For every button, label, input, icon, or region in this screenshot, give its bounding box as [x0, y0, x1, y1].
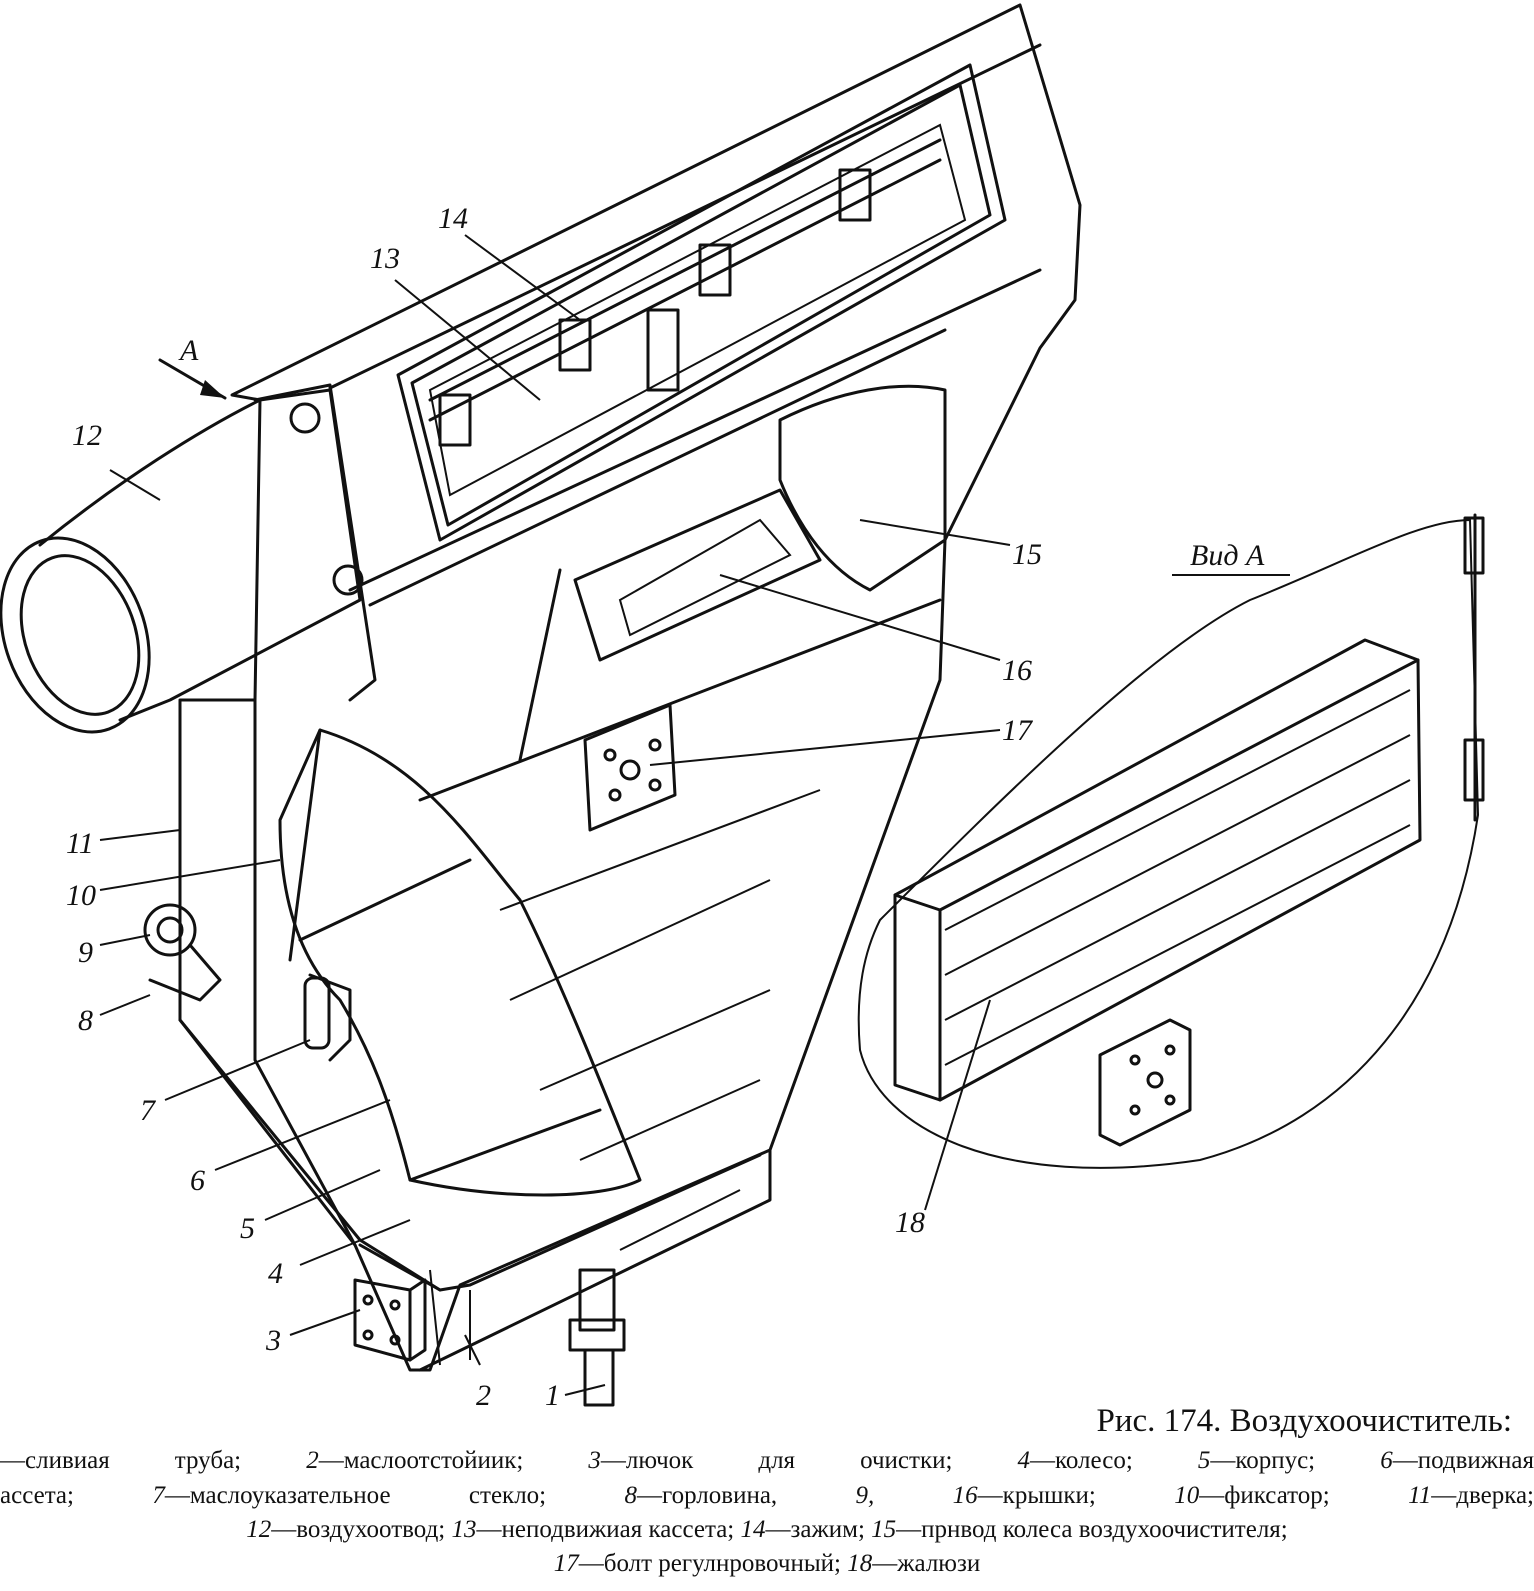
label-15: 15 [1012, 538, 1042, 571]
caption-part-number: 13 [451, 1516, 477, 1543]
inspection-hatch [353, 1278, 427, 1362]
caption-part-number: 17 [553, 1550, 579, 1577]
caption-part-text: —прнвод колеса воздухоочистителя; [896, 1516, 1288, 1543]
caption-part-text: —подвижная [1392, 1447, 1534, 1474]
caption-line-4: 17—болт регулнровочный; 18—жалюзи [0, 1550, 1534, 1578]
caption-part-number: 2 [306, 1447, 319, 1474]
caption-part-text: —жалюзи [872, 1550, 981, 1577]
label-10: 10 [66, 879, 96, 912]
clamp-icon [438, 168, 872, 447]
housing-body [178, 3, 1082, 1372]
label-5: 5 [240, 1212, 255, 1245]
label-11: 11 [66, 827, 94, 860]
caption-part-number: 15 [871, 1516, 897, 1543]
view-a-label: Вид А [1190, 539, 1265, 572]
label-17: 17 [1002, 714, 1034, 747]
caption-part-number: 6 [1380, 1447, 1393, 1474]
caption-part-text: —фиксатор; [1199, 1482, 1409, 1509]
caption-part-number: 10 [1174, 1482, 1200, 1509]
caption-part-text: ассета; [0, 1482, 153, 1509]
fixed-cassette [396, 63, 1007, 542]
adjusting-bolt [583, 703, 677, 832]
view-arrow: А [158, 334, 227, 400]
caption-part-number: 4 [1017, 1447, 1030, 1474]
label-8: 8 [78, 1004, 93, 1037]
caption-part-number: 7 [152, 1482, 165, 1509]
view-arrow-label: А [178, 334, 199, 367]
caption-part-text: —неподвижиая кассета; [476, 1516, 741, 1543]
caption-part-text: —сливиая труба; [0, 1447, 307, 1474]
leader-lines [99, 234, 1011, 1396]
caption-part-text: —корпус; [1210, 1447, 1381, 1474]
label-13: 13 [370, 242, 400, 275]
label-6: 6 [190, 1164, 205, 1197]
caption-part-text: —маслоотстойиик; [318, 1447, 589, 1474]
caption-part-text: —зажим; [765, 1516, 872, 1543]
part-labels: 1 2 3 4 5 6 7 8 9 10 11 12 13 14 15 16 1… [66, 202, 1042, 1412]
cover [518, 488, 822, 762]
caption-title: Рис. 174. Воздухоочиститель: [1096, 1403, 1512, 1439]
label-14: 14 [438, 202, 468, 235]
label-12: 12 [72, 419, 102, 452]
caption-line-2: ассета; 7—маслоуказательное стекло; 8—го… [0, 1482, 1534, 1510]
filler-neck [143, 903, 222, 1002]
caption-line-3: 12—воздухоотвод; 13—неподвижиая кассета;… [0, 1516, 1534, 1544]
caption-line-1: —сливиая труба; 2—маслоотстойиик; 3—лючо… [0, 1447, 1534, 1475]
caption-part-text: —воздухоотвод; [271, 1516, 452, 1543]
label-18: 18 [895, 1206, 925, 1239]
caption-part-number: 11 [1408, 1482, 1432, 1509]
oil-level-glass [303, 973, 352, 1062]
caption-part-text: —лючок для очистки; [600, 1447, 1018, 1474]
caption-part-number: 5 [1197, 1447, 1211, 1474]
view-a-inset: Вид А [857, 513, 1485, 1169]
caption-part-number: 14 [740, 1516, 766, 1543]
caption-part-text: —колесо; [1029, 1447, 1198, 1474]
caption-part-text: —горловина, [636, 1482, 856, 1509]
label-2: 2 [476, 1379, 491, 1412]
label-9: 9 [78, 936, 93, 969]
caption-part-text: —маслоуказательное стекло; [164, 1482, 625, 1509]
caption-part-number: 9, 16 [855, 1482, 978, 1509]
wheel [278, 384, 947, 1197]
label-3: 3 [265, 1324, 281, 1357]
label-7: 7 [140, 1094, 157, 1127]
label-16: 16 [1002, 654, 1032, 687]
label-1: 1 [545, 1379, 560, 1412]
caption-part-text: —крышки; [977, 1482, 1175, 1509]
caption-part-number: 18 [847, 1550, 873, 1577]
label-4: 4 [268, 1257, 283, 1290]
caption-part-number: 8 [624, 1482, 637, 1509]
caption-part-number: 12 [246, 1516, 272, 1543]
air-outlet [0, 383, 377, 734]
caption-part-text: —болт регулнровочный; [578, 1550, 848, 1577]
drain-pipe [568, 1268, 626, 1407]
caption-part-number: 3 [588, 1447, 601, 1474]
caption-part-text: —дверка; [1431, 1482, 1534, 1509]
figure-caption: Рис. 174. Воздухоочиститель: —сливиая тр… [0, 1403, 1534, 1591]
